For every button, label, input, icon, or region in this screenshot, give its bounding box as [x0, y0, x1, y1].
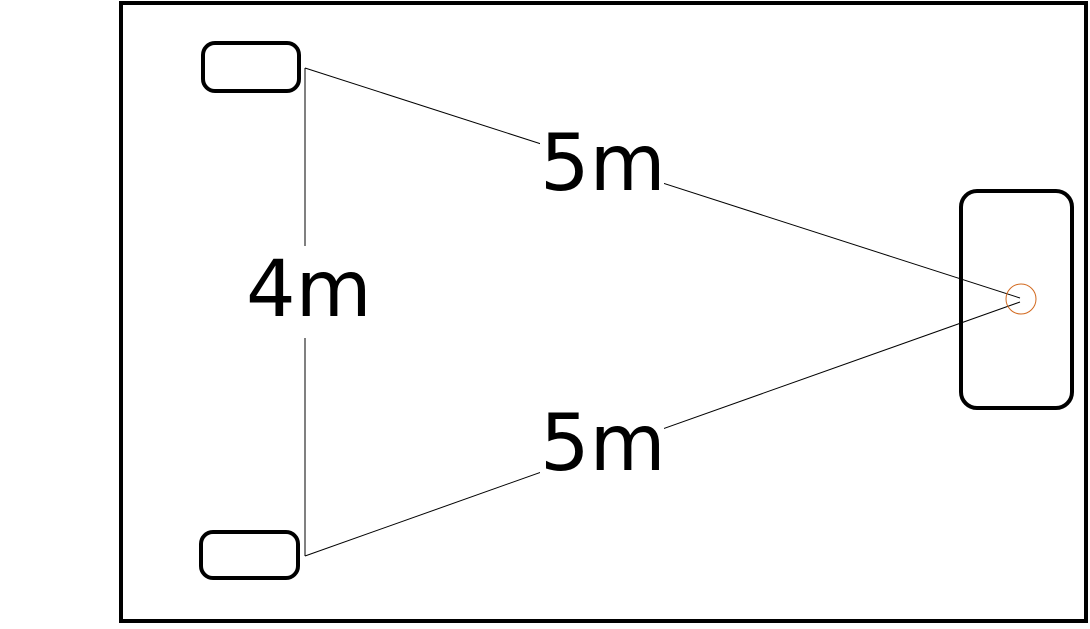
label-left-distance: 4m — [246, 245, 372, 335]
label-top-distance: 5m — [540, 119, 666, 209]
listener-seat — [959, 189, 1074, 410]
listening-position-marker — [1005, 283, 1037, 315]
room-outline — [119, 1, 1088, 623]
speaker-top-left — [201, 41, 301, 93]
speaker-bottom-left — [199, 530, 300, 580]
label-bottom-distance: 5m — [540, 399, 666, 489]
